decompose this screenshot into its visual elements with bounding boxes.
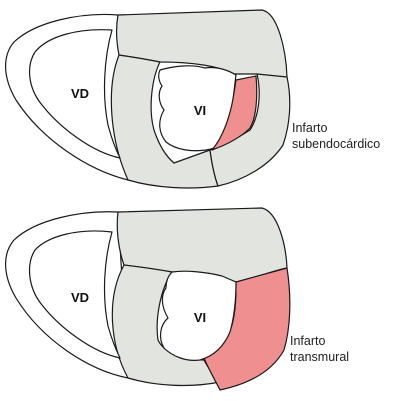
bottom-rv-label: VD [71, 290, 89, 305]
top-rv-label: VD [71, 86, 89, 101]
bottom-heart-cross-section: VD VI [6, 208, 290, 390]
top-caption-line-2: subendocárdico [292, 137, 380, 151]
bottom-lv-label: VI [194, 310, 206, 325]
bottom-caption-line-2: transmural [290, 350, 349, 364]
top-heart-cross-section: VD VI [6, 10, 290, 188]
top-caption-line-1: Infarto [292, 121, 327, 135]
bottom-caption-line-1: Infarto [290, 334, 325, 348]
top-lv-label: VI [194, 103, 206, 118]
